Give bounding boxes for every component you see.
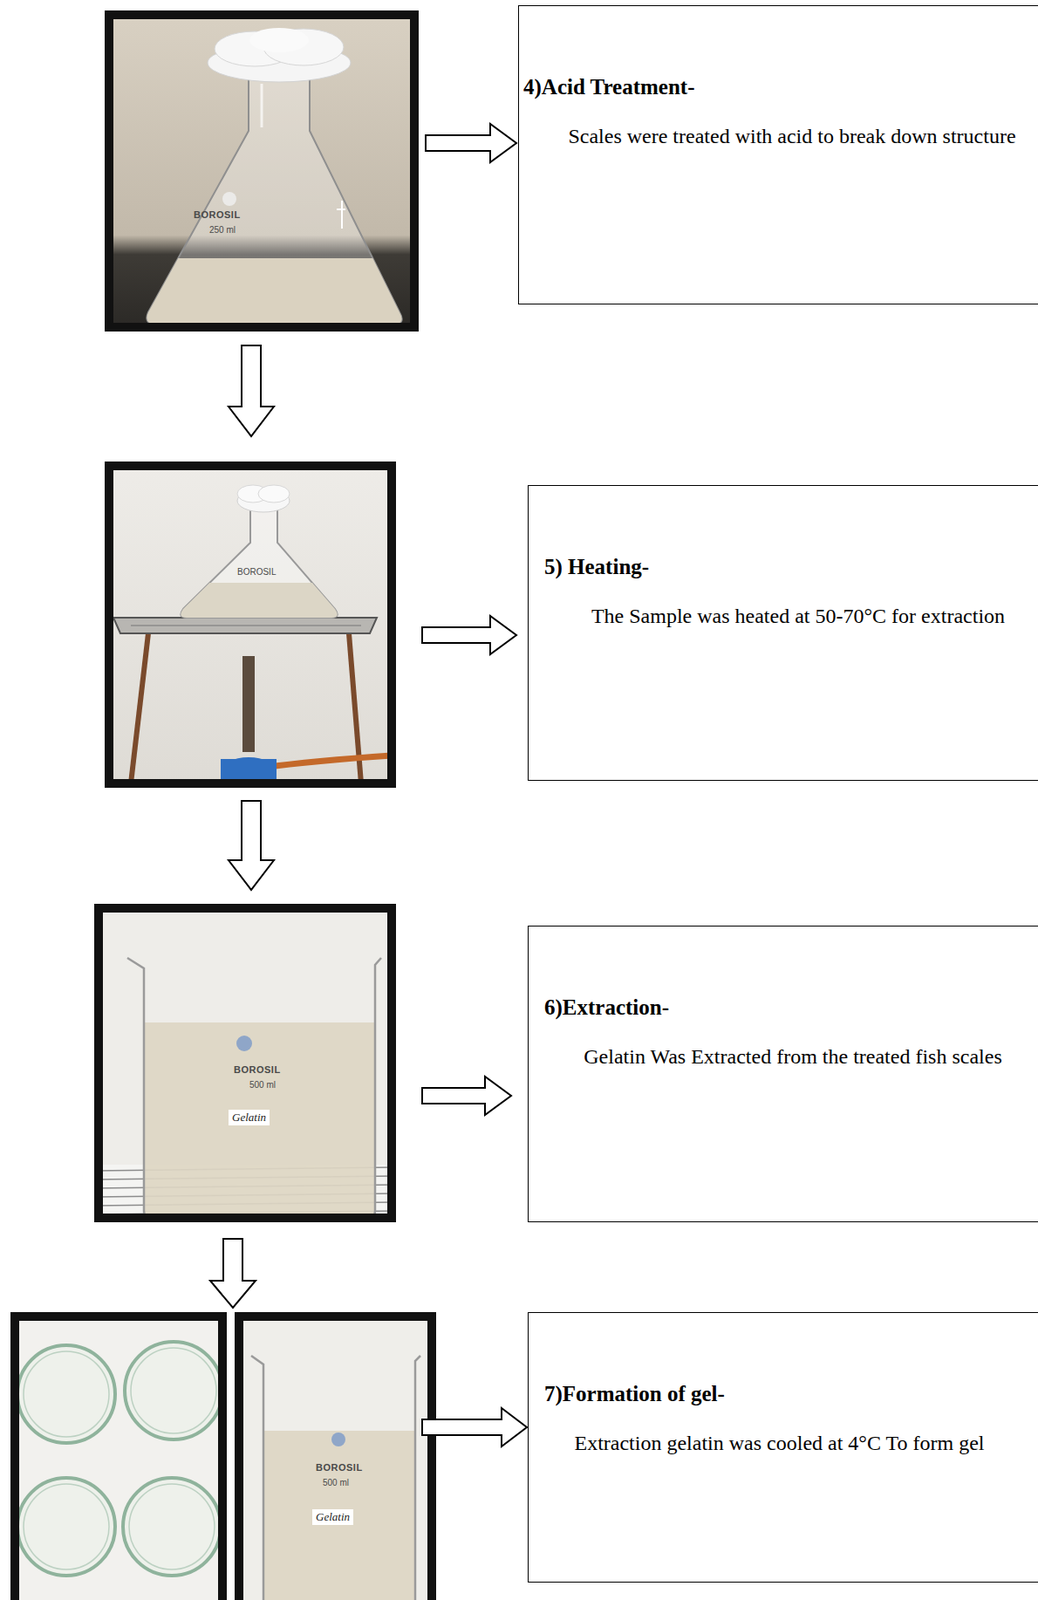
flask-photo <box>104 10 419 332</box>
heating-photo <box>104 461 397 788</box>
step-title: 4)Acid Treatment- <box>523 74 1038 101</box>
step-description: Gelatin Was Extracted from the treated f… <box>566 1032 1020 1081</box>
glassware-marking: 250 ml <box>209 225 236 235</box>
beaker-photo <box>234 1311 437 1600</box>
beaker-photo <box>94 903 397 1223</box>
glassware-marking: BOROSIL <box>315 1461 363 1473</box>
step-title: 5) Heating- <box>544 553 1038 581</box>
step-title: 6)Extraction- <box>544 994 1038 1021</box>
glassware-marking: BOROSIL <box>193 209 241 220</box>
petri-dish-photo <box>10 1311 227 1600</box>
glassware-marking: BOROSIL <box>237 566 276 577</box>
step-box: 5) Heating- The Sample was heated at 50-7… <box>527 484 1038 781</box>
handwritten-label: Gelatin <box>228 1109 270 1126</box>
handwritten-label: Gelatin <box>312 1509 354 1525</box>
glassware-marking: BOROSIL <box>233 1064 281 1075</box>
step-box: 4)Acid Treatment- Scales were treated wit… <box>518 5 1038 305</box>
step-description: Scales were treated with acid to break d… <box>565 112 1019 161</box>
step-description: Extraction gelatin was cooled at 4°C To … <box>572 1419 987 1468</box>
glassware-marking: 500 ml <box>322 1477 349 1488</box>
step-description: The Sample was heated at 50-70°C for ext… <box>571 592 1025 641</box>
step-title: 7)Formation of gel- <box>544 1380 1038 1407</box>
step-box: 7)Formation of gel- Extraction gelatin wa… <box>527 1311 1038 1583</box>
step-box: 6)Extraction- Gelatin Was Extracted from … <box>527 925 1038 1223</box>
glassware-marking: 500 ml <box>249 1079 276 1090</box>
flow-arrow <box>210 123 527 1447</box>
